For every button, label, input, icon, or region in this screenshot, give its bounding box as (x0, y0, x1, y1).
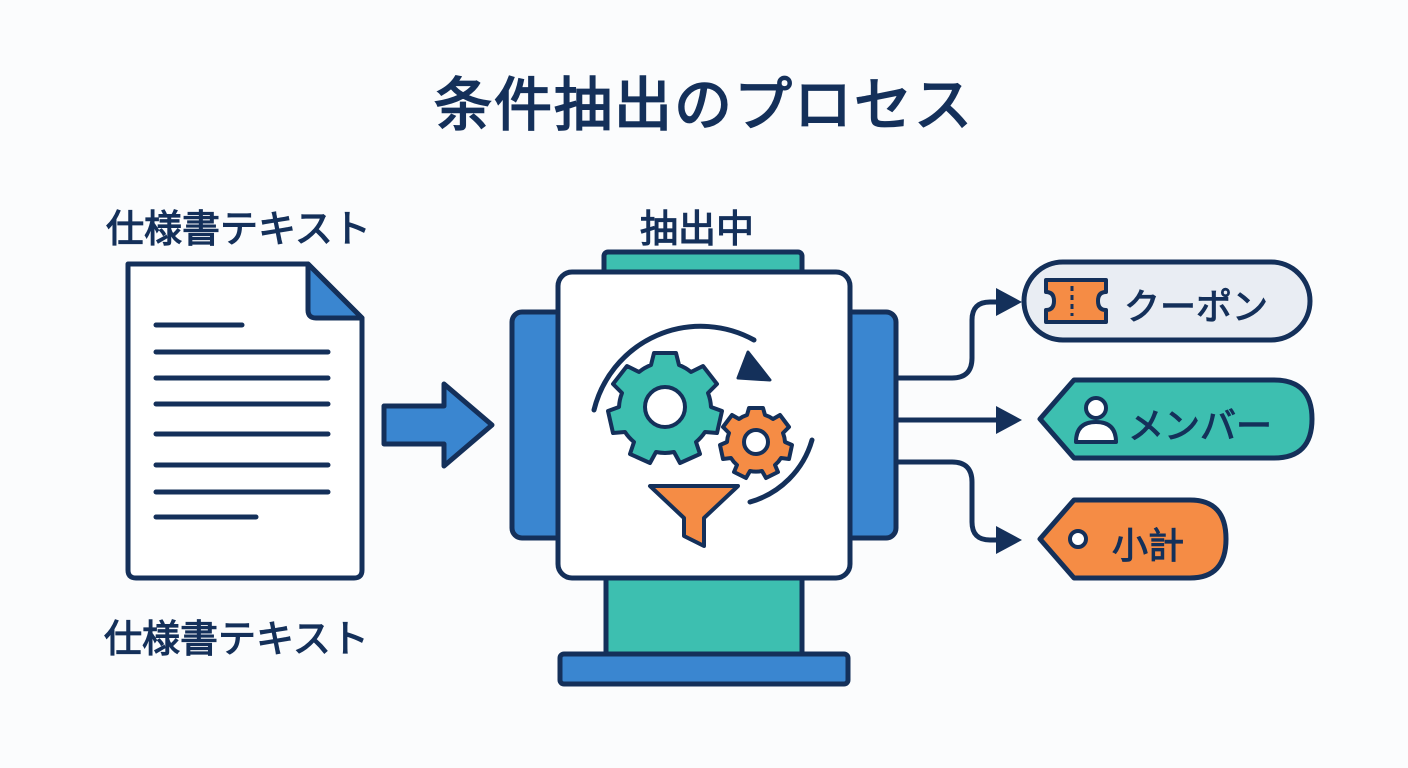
output-label-coupon: クーポン (1124, 287, 1269, 328)
machine-label: 抽出中 (640, 207, 755, 251)
extraction-machine (509, 249, 899, 687)
small-gear-icon (718, 406, 794, 480)
output-connectors (895, 299, 1003, 543)
output-subtotal (1037, 497, 1229, 581)
user-icon (1074, 396, 1118, 444)
source-label-bottom: 仕様書テキスト (104, 617, 369, 661)
tag-hole-icon (1068, 529, 1088, 549)
funnel-icon (648, 484, 740, 548)
output-member (1037, 377, 1315, 461)
input-arrow (381, 381, 495, 469)
connector-arrowheads (996, 288, 1022, 554)
gear-icon (606, 351, 724, 465)
page-title: 条件抽出のプロセス (433, 71, 974, 139)
source-label-top: 仕様書テキスト (106, 207, 371, 251)
ticket-icon (1044, 278, 1108, 324)
output-coupon (1021, 259, 1313, 343)
output-label-subtotal: 小計 (1112, 526, 1185, 567)
document-icon (125, 261, 365, 581)
output-label-member: メンバー (1128, 406, 1273, 447)
